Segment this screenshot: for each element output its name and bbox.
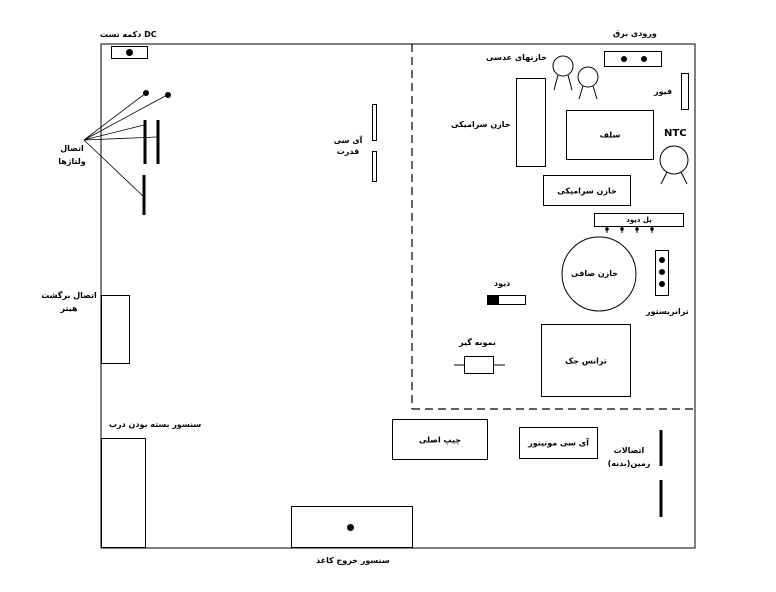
diode-label: دیود xyxy=(494,279,511,288)
paper-out-sensor xyxy=(291,506,413,548)
transistor-label: ترانزیستور xyxy=(646,307,689,316)
power-input-connector xyxy=(604,51,662,67)
voltages-label-2: ولتاژها xyxy=(58,157,86,166)
return-motor-label-2: هیتر xyxy=(60,304,78,313)
return-motor-connector xyxy=(101,295,130,364)
electrolytic-cap-1 xyxy=(552,55,574,77)
voltages-label-1: اتصال xyxy=(60,144,84,153)
transistor xyxy=(655,250,669,296)
voltage-pin-2 xyxy=(165,92,171,98)
bridge-diode-label: پل دیود xyxy=(626,216,652,224)
sampler-label: نمونه گیر xyxy=(459,338,496,347)
ac-power-ic-1 xyxy=(372,104,377,141)
dc-test-button xyxy=(111,46,148,59)
main-chip: چیپ اصلی xyxy=(392,419,488,460)
ac-power-label-1: آی سی xyxy=(333,136,363,145)
transformer-label: ترانس جک xyxy=(565,356,607,365)
fuse-label: فیوز xyxy=(654,87,673,96)
ground-label-2: زمین(بدنه) xyxy=(607,459,651,468)
filter-cap-label: خازن صافی xyxy=(571,269,619,278)
door-sensor-label: سنسور بسته بودن درب xyxy=(109,420,202,429)
ground-label-1: اتصالات xyxy=(613,446,645,455)
ceramic-cap-1 xyxy=(516,78,546,167)
ac-monitor-ic: آی سی مونیتور xyxy=(519,427,598,459)
door-sensor xyxy=(101,438,146,548)
paper-out-sensor-label: سنسور خروج کاغذ xyxy=(316,556,390,565)
filter-cap xyxy=(561,236,637,312)
sampler xyxy=(464,356,494,374)
ceramic-cap-2-label: خازن سرامیکی xyxy=(557,186,617,195)
ceramic-cap-1-label: خازن سرامیکی xyxy=(451,120,511,129)
bridge-diode: پل دیود xyxy=(594,213,684,227)
inductor-label: سلف xyxy=(599,130,621,140)
diode xyxy=(487,295,526,305)
electrolytic-caps-label: خازنهای عدسی xyxy=(486,53,547,62)
electrolytic-cap-2 xyxy=(577,66,599,88)
ac-power-label-2: قدرت xyxy=(336,147,360,156)
ceramic-cap-2: خازن سرامیکی xyxy=(543,175,631,206)
return-motor-label-1: اتصال برگشت xyxy=(41,291,97,300)
ntc-label: NTC xyxy=(664,128,687,139)
main-chip-label: چیپ اصلی xyxy=(418,435,462,444)
ac-power-ic-2 xyxy=(372,151,377,182)
fuse xyxy=(681,73,689,110)
dc-button-dot xyxy=(126,49,133,56)
ntc-thermistor xyxy=(659,145,689,175)
transformer: ترانس جک xyxy=(541,324,631,397)
voltage-pin-1 xyxy=(143,90,149,96)
dc-test-button-label: دکمه تست DC xyxy=(100,30,157,39)
ac-monitor-label: آی سی مونیتور xyxy=(528,438,589,448)
power-input-label: ورودی برق xyxy=(613,29,657,38)
inductor: سلف xyxy=(566,110,654,160)
